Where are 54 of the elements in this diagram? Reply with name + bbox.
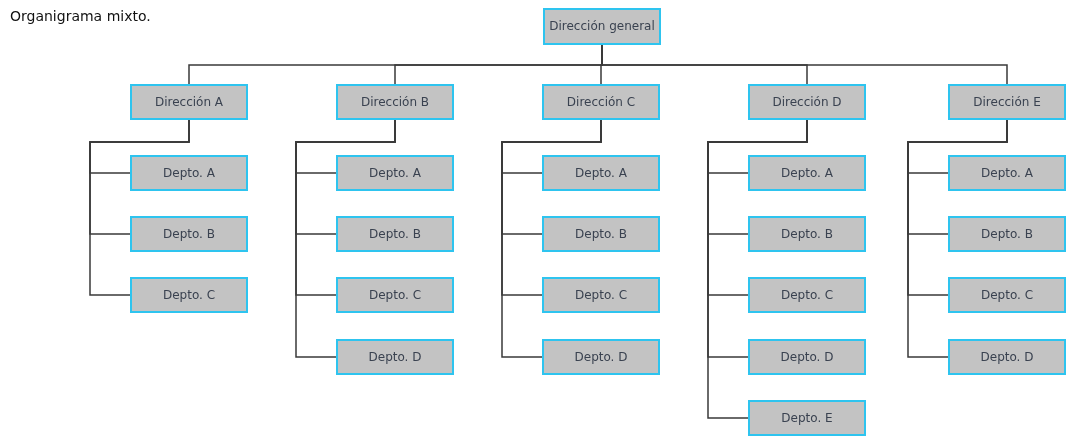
box-label: Depto. C [162,288,216,302]
org-box [542,155,660,191]
box-label: Dirección general [549,20,655,33]
box-label: Depto. D [980,350,1034,364]
org-box [948,277,1066,313]
box-label: Depto. B [981,227,1033,241]
org-box [542,216,660,252]
box-label: Dirección C [566,95,636,109]
org-box [130,216,248,252]
org-box [948,339,1066,375]
box-label: Depto. B [163,227,215,241]
org-box [542,277,660,313]
box-label: Dirección D [772,95,842,109]
box-label: Dirección B [360,95,430,109]
org-box [543,8,661,45]
box-label: Depto. A [575,166,627,180]
org-box [130,277,248,313]
box-label: Depto. A [369,166,421,180]
org-box [748,400,866,436]
box-label: Depto. E [781,411,833,425]
org-box [748,277,866,313]
org-box [130,84,248,120]
org-box [336,216,454,252]
org-box [748,339,866,375]
box-label: Depto. B [781,227,833,241]
org-box [948,84,1066,120]
box-label: Depto. D [368,350,422,364]
org-box [948,155,1066,191]
org-box [748,216,866,252]
box-label: Depto. C [574,288,628,302]
box-label: Depto. A [781,166,833,180]
org-box [542,84,660,120]
box-label: Depto. C [368,288,422,302]
connector-line [89,119,190,296]
org-box [948,216,1066,252]
box-label: Depto. B [369,227,421,241]
org-box [336,277,454,313]
org-box [748,84,866,120]
chart-title: Organigrama mixto. [10,8,151,24]
org-box [748,155,866,191]
org-box [336,339,454,375]
box-label: Dirección A [154,95,224,109]
org-box [542,339,660,375]
org-box [336,84,454,120]
box-label: Dirección E [973,95,1041,109]
box-label: Depto. C [780,288,834,302]
org-box [130,155,248,191]
box-label: Depto. C [980,288,1034,302]
box-label: Depto. B [575,227,627,241]
box-label: Depto. D [780,350,834,364]
org-box [336,155,454,191]
box-label: Depto. D [574,350,628,364]
box-label: Depto. A [981,166,1033,180]
box-label: Depto. A [163,166,215,180]
